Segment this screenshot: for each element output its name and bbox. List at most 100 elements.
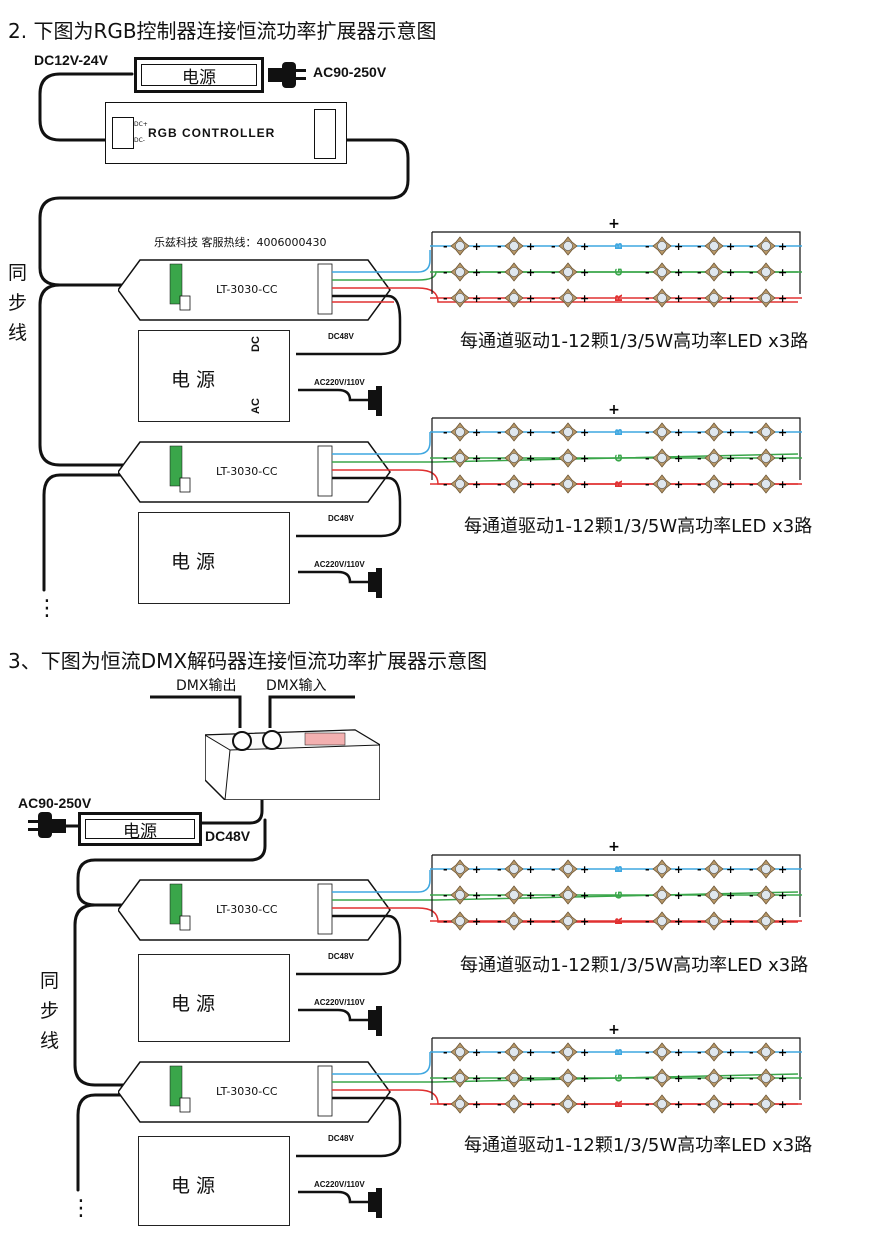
led-chip-icon (558, 474, 578, 494)
plus-symbol: + (778, 426, 787, 439)
led-chip-icon (450, 1042, 470, 1062)
plus-symbol: + (778, 1072, 787, 1085)
led-chip-icon (450, 1094, 470, 1114)
plus-symbol: + (526, 1046, 535, 1059)
channel-label: B (614, 428, 625, 436)
led-chip-icon (704, 236, 724, 256)
plus-symbol: + (580, 426, 589, 439)
dmx-decoder-drawing (203, 729, 382, 801)
plus-symbol: + (580, 292, 589, 305)
led-chip-icon (652, 1094, 672, 1114)
minus-symbol: - (497, 292, 502, 305)
led-chip-icon (504, 474, 524, 494)
amplifier-wiring (118, 432, 799, 598)
plus-symbol: + (726, 1046, 735, 1059)
sync-line-label: 同 步 线 (40, 970, 60, 1052)
plus-symbol: + (526, 478, 535, 491)
minus-symbol: - (497, 426, 502, 439)
led-chip-icon (504, 1094, 524, 1114)
plus-symbol: + (472, 915, 481, 928)
led-chip-icon (704, 911, 724, 931)
minus-symbol: - (551, 863, 556, 876)
led-chip-icon (558, 1068, 578, 1088)
channel-label: B (614, 242, 625, 250)
channel-label: G (614, 268, 625, 276)
led-chip-icon (756, 1094, 776, 1114)
plus-symbol: + (472, 863, 481, 876)
plus-symbol: + (674, 863, 683, 876)
led-chip-icon (504, 288, 524, 308)
minus-symbol: - (749, 1072, 754, 1085)
plus-symbol: + (726, 426, 735, 439)
plus-symbol: + (526, 1098, 535, 1111)
led-chip-icon (704, 1068, 724, 1088)
plus-symbol: + (580, 863, 589, 876)
channel-label: G (614, 891, 625, 899)
minus-symbol: - (443, 889, 448, 902)
plus-symbol: + (472, 240, 481, 253)
led-chip-icon (450, 262, 470, 282)
led-chip-icon (652, 474, 672, 494)
minus-symbol: - (697, 292, 702, 305)
section-3-heading: 3、下图为恒流DMX解码器连接恒流功率扩展器示意图 (8, 649, 488, 673)
led-chip-icon (450, 1068, 470, 1088)
ac-input-label: AC220V/110V (314, 378, 365, 387)
minus-symbol: - (749, 1046, 754, 1059)
minus-symbol: - (551, 1072, 556, 1085)
plus-symbol: + (674, 452, 683, 465)
ac-input-label: AC220V/110V (314, 560, 365, 569)
amplifier-power-supply: 电源 (138, 1136, 290, 1226)
dmx-out-label: DMX输出 (176, 678, 237, 694)
led-caption: 每通道驱动1-12颗1/3/5W高功率LED x3路 (460, 331, 809, 352)
led-chip-icon (704, 885, 724, 905)
minus-symbol: - (497, 863, 502, 876)
plus-symbol: + (674, 266, 683, 279)
minus-symbol: - (645, 266, 650, 279)
plus-symbol: + (526, 889, 535, 902)
power-amplifier-unit: LT-3030-CC 电源 DC AC DC48V AC220V/110V (118, 250, 872, 425)
controller-pin-dc-minus: DC- (134, 137, 145, 144)
minus-symbol: - (645, 478, 650, 491)
minus-symbol: - (551, 266, 556, 279)
minus-symbol: - (443, 266, 448, 279)
minus-symbol: - (645, 915, 650, 928)
amplifier-wiring (118, 250, 798, 416)
led-chip-icon (652, 236, 672, 256)
led-chip-icon (558, 859, 578, 879)
minus-symbol: - (443, 452, 448, 465)
minus-symbol: - (645, 863, 650, 876)
amplifier-power-supply: 电源 (138, 954, 290, 1042)
plus-symbol: + (580, 452, 589, 465)
minus-symbol: - (551, 452, 556, 465)
led-chip-icon (756, 236, 776, 256)
positive-symbol: + (608, 1022, 620, 1038)
minus-symbol: - (697, 1098, 702, 1111)
led-chip-icon (756, 911, 776, 931)
plus-symbol: + (726, 292, 735, 305)
psu-name: 电源 (171, 1175, 222, 1197)
led-chip-icon (504, 1068, 524, 1088)
led-chip-icon (704, 262, 724, 282)
channel-label: R (614, 1100, 625, 1108)
minus-symbol: - (443, 240, 448, 253)
plus-symbol: + (726, 915, 735, 928)
ac-input-label: AC220V/110V (314, 998, 365, 1007)
amplifier-model-label: LT-3030-CC (216, 283, 278, 296)
dc-voltage-label: DC12V-24V (34, 52, 108, 68)
plus-symbol: + (472, 889, 481, 902)
positive-rail (431, 1037, 801, 1100)
plus-symbol: + (674, 1046, 683, 1059)
amplifier-model-label: LT-3030-CC (216, 465, 278, 478)
dc-output-pins: DC (249, 336, 262, 352)
ac-plug-icon (268, 62, 306, 88)
minus-symbol: - (551, 426, 556, 439)
led-array: +-+-+-+-+-+-+B-+-+-+-+-+-+G-+-+-+-+-+-+R (430, 839, 802, 931)
dmx-cables (150, 695, 355, 728)
plus-symbol: + (778, 292, 787, 305)
amplifier-power-supply: 电源 (138, 330, 290, 422)
plus-symbol: + (580, 240, 589, 253)
controller-pin-dc-plus: DC+ (134, 121, 148, 128)
channel-label: B (614, 865, 625, 873)
plus-symbol: + (674, 915, 683, 928)
minus-symbol: - (749, 266, 754, 279)
